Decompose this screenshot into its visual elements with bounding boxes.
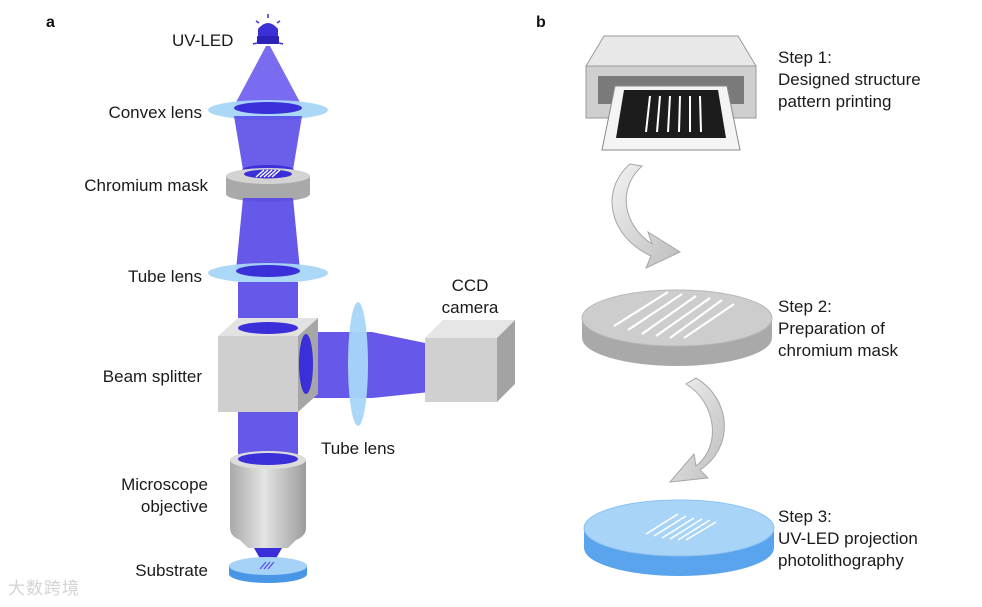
chromium-mask-disk	[226, 168, 310, 202]
step1-line1: Designed structure	[778, 70, 921, 89]
step2-line1: Preparation of	[778, 319, 885, 338]
step2-title: Step 2:	[778, 297, 832, 316]
tube-lens-side	[348, 302, 368, 426]
step1-title: Step 1:	[778, 48, 832, 67]
curved-arrow-2	[668, 377, 725, 483]
uv-led-icon	[252, 14, 284, 45]
ccd-camera-box	[425, 320, 515, 402]
step1-line2: pattern printing	[778, 92, 892, 111]
label-substrate: Substrate	[135, 561, 208, 580]
watermark: 大数跨境	[8, 579, 80, 599]
step3-title: Step 3:	[778, 507, 832, 526]
label-tube-lens-side: Tube lens	[321, 439, 396, 458]
step3-line2: photolithography	[778, 551, 904, 570]
label-uv-led: UV-LED	[172, 31, 234, 50]
tube-lens-top	[208, 263, 328, 283]
step3-line1: UV-LED projection	[778, 529, 918, 548]
label-objective-line2: objective	[140, 497, 208, 516]
beam-mask-to-tube-lens	[236, 198, 300, 270]
microscope-objective	[230, 451, 306, 548]
beam-lens-to-mask	[234, 116, 302, 170]
step2-line2: chromium mask	[778, 341, 898, 360]
beam-splitter-cube	[218, 318, 318, 412]
substrate-large	[583, 499, 775, 576]
process-steps	[581, 35, 775, 576]
chromium-mask-large	[581, 289, 773, 366]
label-beam-splitter: Beam splitter	[102, 367, 202, 386]
uv-light-cone	[234, 46, 302, 106]
optical-setup	[208, 14, 515, 583]
convex-lens	[208, 100, 328, 120]
label-chromium-mask: Chromium mask	[84, 176, 208, 195]
curved-arrow-1	[611, 163, 682, 270]
panel-label-a: a	[46, 14, 55, 31]
label-convex-lens: Convex lens	[108, 103, 202, 122]
substrate-disk	[229, 557, 307, 583]
label-objective-line1: Microscope	[121, 475, 208, 494]
label-ccd-line1: CCD	[451, 276, 489, 295]
label-ccd-line2: camera	[441, 298, 499, 317]
printer-icon	[585, 35, 757, 151]
panel-label-b: b	[536, 14, 546, 31]
label-tube-lens-top: Tube lens	[127, 267, 202, 286]
